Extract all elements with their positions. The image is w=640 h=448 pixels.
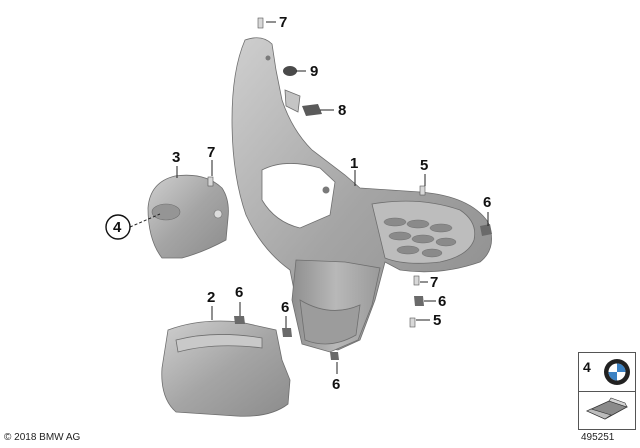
part-7-screw-left xyxy=(207,176,214,187)
part-7-screw-mid xyxy=(413,275,420,286)
callout-7-top: 7 xyxy=(279,14,287,31)
part-5-screw-lower xyxy=(409,317,416,328)
part-1-side-panel xyxy=(231,37,492,353)
part-2-lower-cover xyxy=(161,320,291,417)
part-7-screw-top xyxy=(257,17,264,29)
legend-box: 4 xyxy=(578,352,636,430)
bmw-roundel-logo xyxy=(604,359,630,385)
part-6-nut-mid xyxy=(414,296,424,306)
callout-4: 4 xyxy=(113,219,122,236)
part-9-grommet xyxy=(283,66,297,76)
callout-3: 3 xyxy=(172,149,180,166)
part-5-screw-upper xyxy=(419,185,426,196)
callout-5-upper: 5 xyxy=(420,157,428,174)
part-6-nut-left xyxy=(282,328,292,337)
callout-6-bottom: 6 xyxy=(332,376,340,393)
part-6-nut-right xyxy=(480,224,492,236)
callout-5-lower: 5 xyxy=(433,312,441,329)
callout-2: 2 xyxy=(207,289,215,306)
copyright-text: © 2018 BMW AG xyxy=(4,432,81,443)
callout-1: 1 xyxy=(350,155,358,172)
callout-7-mid: 7 xyxy=(430,274,438,291)
callout-4-circled: 4 xyxy=(105,214,131,240)
callout-8: 8 xyxy=(338,102,346,119)
callout-6-mid: 6 xyxy=(438,293,446,310)
leader-lines xyxy=(129,21,489,374)
legend-item-number: 4 xyxy=(583,359,591,375)
vent-grille xyxy=(383,217,457,258)
diagram-number: 495251 xyxy=(581,432,615,443)
callout-7-left: 7 xyxy=(207,144,215,161)
part-3-cap-cover xyxy=(147,174,229,259)
legend-divider xyxy=(579,391,635,392)
part-8-clip xyxy=(302,104,322,116)
arrow-box-icon xyxy=(586,397,628,420)
callout-6-right: 6 xyxy=(483,194,491,211)
callout-9: 9 xyxy=(310,63,318,80)
callout-6-cover: 6 xyxy=(235,284,243,301)
part-6-nut-bottom xyxy=(330,352,339,360)
part-6-nut-cover xyxy=(234,316,245,324)
callout-6-left: 6 xyxy=(281,299,289,316)
